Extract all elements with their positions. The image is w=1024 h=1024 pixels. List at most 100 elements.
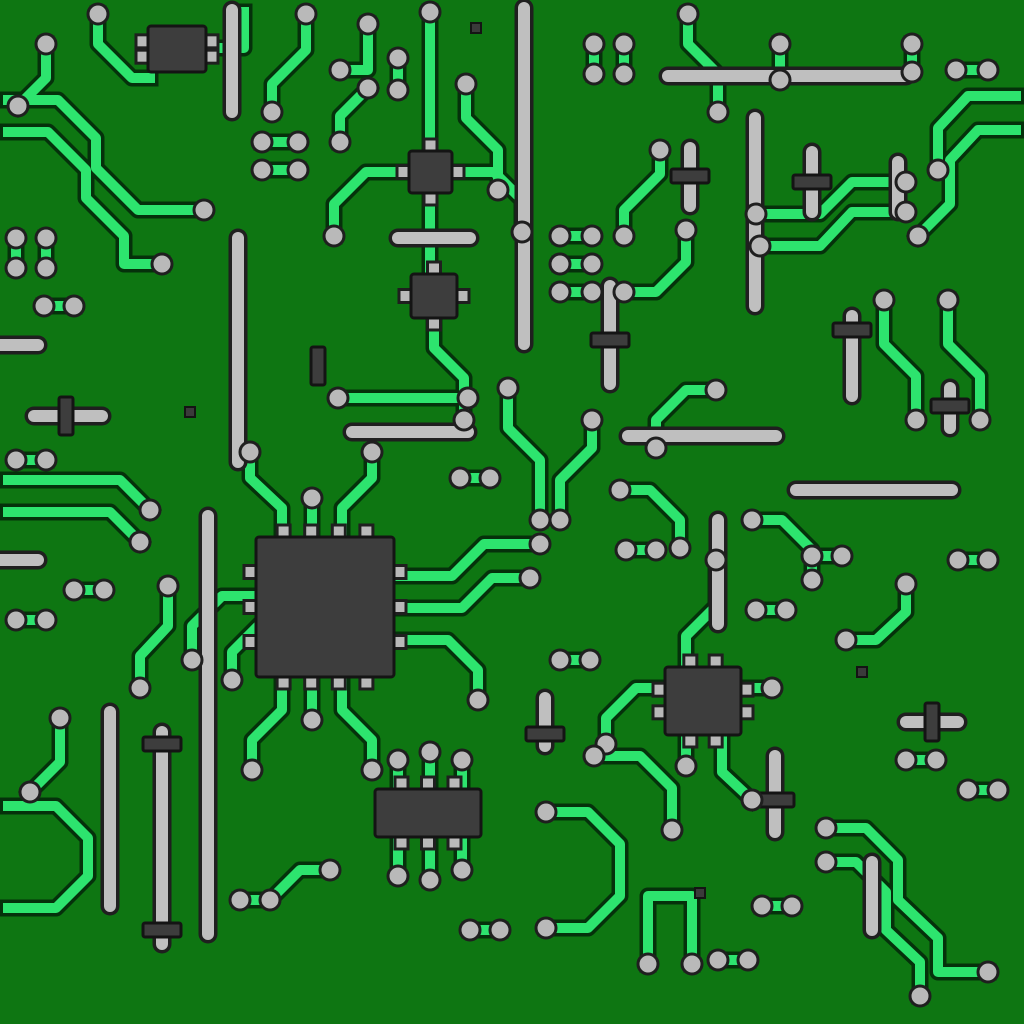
solder-pad-via — [580, 408, 604, 432]
solder-pad-via — [34, 608, 58, 632]
solder-pad-via — [534, 916, 558, 940]
solder-pad-via — [660, 818, 684, 842]
solder-pad-via — [612, 32, 636, 56]
solder-pad-via — [768, 68, 792, 92]
solder-pad-via — [4, 256, 28, 280]
pcb-trace — [3, 475, 158, 518]
solder-pad-via — [258, 888, 282, 912]
solder-pad-via — [192, 198, 216, 222]
solder-pad-via — [328, 130, 352, 154]
solder-pad-via — [894, 170, 918, 194]
pcb-trace — [943, 295, 985, 425]
resistor-component — [524, 725, 566, 743]
solder-pad-via — [936, 288, 960, 312]
pcb-trace — [841, 579, 911, 645]
resistor-component — [589, 331, 631, 349]
solder-pad-via — [62, 294, 86, 318]
solder-pad-via — [580, 224, 604, 248]
pcb-trace — [3, 127, 167, 269]
ic-chip-body — [663, 665, 743, 737]
solder-pad-via — [548, 252, 572, 276]
solder-pad-via — [800, 568, 824, 592]
solder-pad-via — [986, 778, 1010, 802]
solder-pad-via — [228, 888, 252, 912]
solder-pad-via — [612, 224, 636, 248]
solder-pad-via — [580, 252, 604, 276]
solder-pad-via — [454, 72, 478, 96]
solder-pad-via — [946, 548, 970, 572]
solder-pad-via — [250, 158, 274, 182]
solder-pad-via — [294, 2, 318, 26]
solder-pad-via — [4, 226, 28, 250]
pcb-trace — [879, 295, 921, 425]
solder-pad-via — [488, 918, 512, 942]
solder-pad-via — [744, 598, 768, 622]
solder-pad-via — [528, 508, 552, 532]
ic-chip-body — [409, 272, 459, 320]
solder-pad-via — [458, 918, 482, 942]
solder-pad-via — [486, 178, 510, 202]
solder-pad-via — [86, 2, 110, 26]
solder-pad-via — [286, 130, 310, 154]
pcb-trace — [389, 573, 535, 613]
pcb-trace — [235, 865, 335, 905]
pcb-trace — [135, 581, 173, 693]
solder-pad-via — [612, 62, 636, 86]
solder-pad-via — [534, 800, 558, 824]
pcb-trace — [615, 485, 685, 553]
resistor-component — [669, 167, 711, 185]
pcb-trace — [589, 751, 677, 835]
test-point-mark — [470, 22, 482, 34]
resistor-component — [929, 397, 971, 415]
solder-pad-via — [92, 578, 116, 602]
solder-pad-via — [608, 478, 632, 502]
pcb-trace — [461, 79, 503, 195]
solder-pad-via — [760, 676, 784, 700]
solder-pad-via — [322, 224, 346, 248]
pcb-trace — [821, 823, 993, 977]
solder-pad-via — [908, 984, 932, 1008]
solder-pad-via — [326, 386, 350, 410]
solder-pad-via — [386, 864, 410, 888]
solder-pad-via — [814, 816, 838, 840]
solder-pad-via — [904, 408, 928, 432]
resistor-component — [791, 173, 833, 191]
solder-pad-via — [452, 408, 476, 432]
pcb-trace — [643, 891, 697, 969]
solder-pad-via — [674, 218, 698, 242]
pcb-trace — [93, 9, 155, 83]
solder-pad-via — [450, 858, 474, 882]
ic-chip-body — [254, 535, 396, 679]
solder-pad-via — [548, 224, 572, 248]
solder-pad-via — [150, 252, 174, 276]
solder-pad-via — [418, 0, 442, 24]
solder-pad-via — [356, 76, 380, 100]
solder-pad-via — [386, 78, 410, 102]
solder-pad-via — [906, 224, 930, 248]
solder-pad-via — [740, 508, 764, 532]
solder-pad-via — [518, 566, 542, 590]
solder-pad-via — [780, 894, 804, 918]
solder-pad-via — [4, 608, 28, 632]
solder-pad-via — [318, 858, 342, 882]
solder-pad-via — [582, 744, 606, 768]
solder-pad-via — [250, 130, 274, 154]
solder-pad-via — [944, 58, 968, 82]
solder-pad-via — [636, 952, 660, 976]
solder-pad-via — [668, 536, 692, 560]
pcb-trace — [329, 167, 415, 241]
pcb-trace — [22, 713, 65, 800]
test-point-mark — [856, 666, 868, 678]
resistor-component — [831, 321, 873, 339]
solder-pad-via — [34, 448, 58, 472]
solder-pad-via — [706, 948, 730, 972]
solder-pad-via — [466, 688, 490, 712]
solder-pad-via — [510, 220, 534, 244]
solder-pad-via — [528, 532, 552, 556]
solder-pad-via — [62, 578, 86, 602]
solder-pad-via — [894, 748, 918, 772]
solder-pad-via — [674, 754, 698, 778]
resistor-component — [309, 345, 327, 387]
solder-pad-via — [976, 960, 1000, 984]
